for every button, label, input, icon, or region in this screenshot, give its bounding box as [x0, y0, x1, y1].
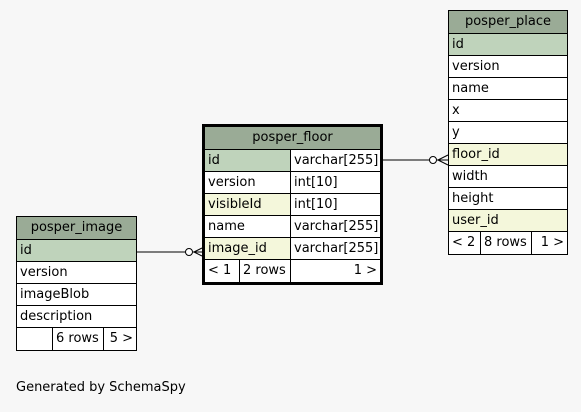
- column-row[interactable]: visibleId int[10]: [205, 194, 380, 216]
- column-row[interactable]: image_id varchar[255]: [205, 238, 380, 260]
- table-title[interactable]: posper_floor: [205, 127, 380, 150]
- column-name: name: [452, 81, 489, 96]
- table-footer: 6 rows 5 >: [17, 328, 136, 350]
- table-posper-floor[interactable]: posper_floor id varchar[255] version int…: [202, 124, 383, 285]
- column-row[interactable]: id varchar[255]: [205, 150, 380, 172]
- nav-next-link[interactable]: 1 >: [290, 260, 380, 282]
- column-name: width: [452, 169, 488, 184]
- column-row[interactable]: id: [17, 240, 136, 262]
- column-name: visibleId: [205, 194, 290, 215]
- column-row[interactable]: version: [449, 56, 567, 78]
- column-row[interactable]: id: [449, 34, 567, 56]
- table-posper-place[interactable]: posper_place id version name x y floor_i…: [448, 10, 568, 255]
- table-title[interactable]: posper_place: [449, 11, 567, 34]
- nav-next-link[interactable]: 5 >: [103, 328, 136, 350]
- column-row[interactable]: x: [449, 100, 567, 122]
- column-type: int[10]: [290, 172, 380, 193]
- column-name: imageBlob: [20, 287, 90, 302]
- column-name: version: [452, 59, 500, 74]
- column-name: id: [205, 150, 290, 171]
- nav-next-link[interactable]: 1 >: [531, 232, 567, 254]
- column-name: id: [452, 37, 464, 52]
- nav-prev-link[interactable]: < 2: [452, 235, 476, 250]
- table-title[interactable]: posper_image: [17, 217, 136, 240]
- column-name: y: [452, 125, 460, 140]
- column-type: varchar[255]: [290, 216, 380, 237]
- table-posper-image[interactable]: posper_image id version imageBlob descri…: [16, 216, 137, 351]
- column-type: varchar[255]: [290, 238, 380, 259]
- column-name: name: [208, 219, 245, 234]
- column-row[interactable]: height: [449, 188, 567, 210]
- column-row[interactable]: floor_id: [449, 144, 567, 166]
- column-row[interactable]: name: [449, 78, 567, 100]
- row-count: 2 rows: [239, 260, 290, 282]
- column-name: height: [452, 191, 494, 206]
- relationship-floor-image: [136, 247, 203, 257]
- relationship-place-floor: [382, 154, 449, 166]
- column-name: x: [452, 103, 460, 118]
- column-name: description: [20, 309, 93, 324]
- column-name: image_id: [205, 238, 290, 259]
- nav-prev-link[interactable]: < 1: [208, 263, 232, 278]
- column-row[interactable]: version int[10]: [205, 172, 380, 194]
- column-type: varchar[255]: [290, 150, 380, 171]
- table-footer: < 1 2 rows 1 >: [205, 260, 380, 282]
- row-count: 6 rows: [52, 328, 103, 350]
- generated-by-caption: Generated by SchemaSpy: [16, 380, 186, 395]
- column-row[interactable]: width: [449, 166, 567, 188]
- column-type: int[10]: [290, 194, 380, 215]
- column-name: version: [20, 265, 68, 280]
- column-row[interactable]: y: [449, 122, 567, 144]
- column-row[interactable]: imageBlob: [17, 284, 136, 306]
- column-row[interactable]: user_id: [449, 210, 567, 232]
- column-name: id: [20, 243, 32, 258]
- column-name: user_id: [452, 213, 499, 228]
- column-name: version: [208, 175, 256, 190]
- column-row[interactable]: version: [17, 262, 136, 284]
- row-count: 8 rows: [480, 232, 531, 254]
- column-name: floor_id: [452, 147, 500, 162]
- column-row[interactable]: name varchar[255]: [205, 216, 380, 238]
- column-row[interactable]: description: [17, 306, 136, 328]
- nav-prev-link[interactable]: [17, 328, 52, 350]
- table-footer: < 2 8 rows 1 >: [449, 232, 567, 254]
